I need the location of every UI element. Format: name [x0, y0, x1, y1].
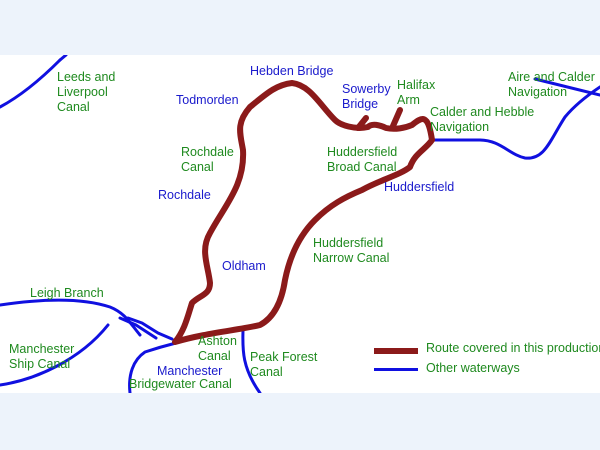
waterway-bridgewater-canal	[128, 341, 178, 393]
label-huddersfield: Huddersfield	[384, 180, 455, 194]
waterway-leeds-liverpool-west	[58, 55, 68, 62]
label-hebden-bridge: Hebden Bridge	[250, 64, 334, 78]
waterway-peak-forest-canal	[241, 326, 262, 393]
label-oldham: Oldham	[222, 259, 266, 273]
waterway-bridgewater-branch-a	[118, 316, 158, 340]
label-rochdale: Rochdale	[158, 188, 211, 202]
other-waterways	[0, 55, 600, 393]
label-todmorden: Todmorden	[176, 93, 239, 107]
legend-route-swatch	[374, 348, 418, 354]
label-manchester: Manchester	[157, 364, 223, 378]
route-main-loop	[172, 80, 435, 345]
map-canvas	[0, 55, 600, 393]
waterway-leeds-liverpool-canal	[0, 58, 62, 109]
waterway-manchester-ship-canal	[0, 323, 110, 387]
route-halifax-arm	[390, 107, 403, 129]
legend-other-swatch	[374, 368, 418, 371]
waterway-aire-calder-navigation	[430, 85, 600, 160]
legend-route-label: Route covered in this production	[426, 341, 600, 355]
label-leigh-branch: Leigh Branch	[30, 286, 104, 300]
legend-other-label: Other waterways	[426, 361, 520, 375]
waterway-bridgewater-branch-b	[126, 316, 174, 341]
route-sowerby-stub	[355, 115, 369, 131]
waterway-aire-calder-east	[533, 77, 600, 97]
label-bridgewater-canal: Bridgewater Canal	[129, 377, 232, 391]
route-covered	[172, 80, 435, 345]
